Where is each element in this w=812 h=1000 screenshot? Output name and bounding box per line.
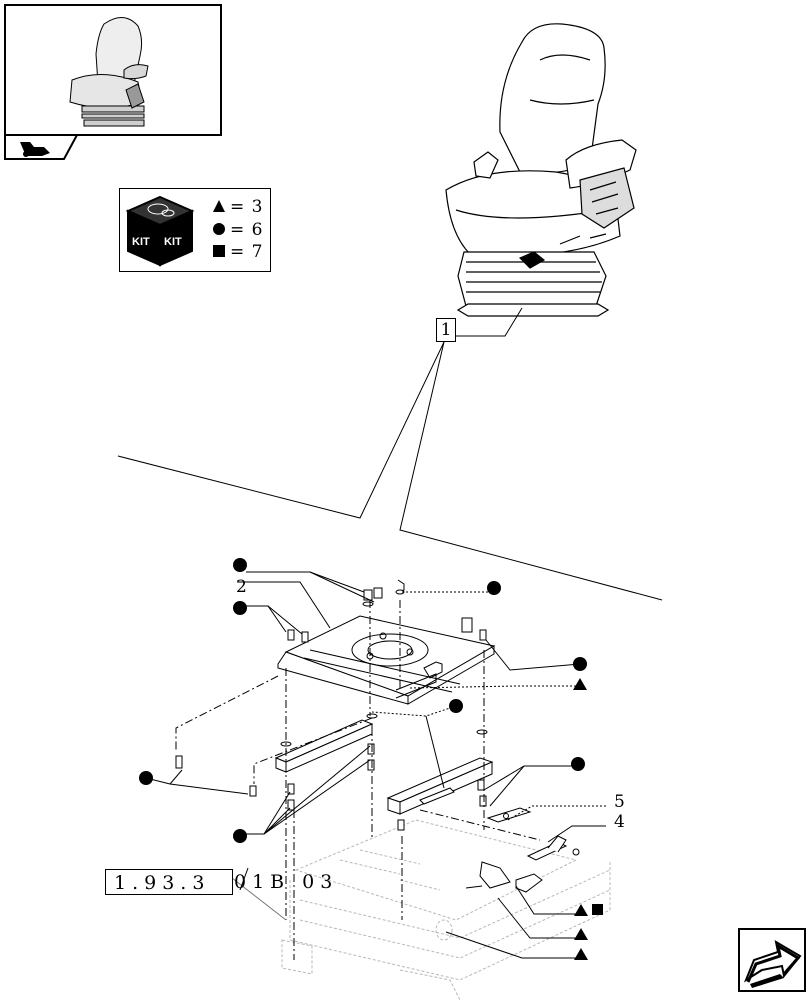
callout-1-leaders [117, 307, 663, 601]
legend-triangle-count: = 3 [230, 197, 264, 217]
triangle-icon [574, 928, 588, 940]
seat-illustration [445, 23, 637, 317]
seat-thumbnail [4, 4, 222, 136]
circle-icon [487, 581, 501, 595]
square-icon [592, 904, 603, 915]
tractor-icon [4, 134, 78, 160]
next-page-arrow-icon [743, 940, 802, 988]
next-page-button[interactable] [738, 928, 806, 992]
thumbnail-tab[interactable] [4, 134, 78, 160]
circle-icon [213, 223, 225, 235]
circle-icon [449, 699, 463, 713]
circle-icon [233, 601, 247, 615]
kit-box-icon: KIT KIT [125, 195, 195, 267]
left-rail [274, 719, 374, 773]
adjust-handle [465, 861, 543, 893]
legend-circle-count: = 6 [230, 220, 264, 240]
right-rail [386, 757, 494, 815]
reference-main: 1.93.3 [114, 872, 211, 894]
triangle-icon [213, 200, 225, 212]
circle-icon [573, 657, 587, 671]
kit-label-left: KIT [132, 236, 150, 248]
kit-symbols [139, 558, 603, 960]
callout-1-label: 1 [440, 320, 452, 340]
callout-2: 2 [236, 577, 247, 597]
circle-icon [233, 829, 247, 843]
circle-icon [139, 771, 153, 785]
base-assembly [281, 819, 611, 1000]
square-icon [213, 245, 225, 257]
triangle-icon [574, 904, 588, 916]
triangle-icon [574, 948, 588, 960]
kit-legend: KIT KIT = 3 = 6 = 7 [119, 188, 271, 272]
assembly-lines [175, 600, 541, 960]
legend-square-count: = 7 [230, 242, 264, 262]
callout-4: 4 [614, 812, 625, 832]
symbol-leaders [145, 571, 606, 959]
legend-row-triangle: = 3 [212, 197, 263, 217]
circle-icon [571, 757, 585, 771]
reference-box[interactable]: 1.93.3 [105, 869, 233, 895]
top-plate [277, 615, 496, 705]
bracket-4 [526, 835, 580, 861]
callout-5: 5 [614, 792, 625, 812]
legend-row-circle: = 6 [212, 220, 263, 240]
triangle-icon [573, 678, 587, 690]
callout-1: 1 [436, 318, 456, 342]
bracket-5 [486, 807, 532, 823]
kit-label-right: KIT [164, 236, 182, 248]
reference-suffix: 01B 03 [234, 871, 339, 893]
circle-icon [233, 558, 247, 572]
legend-row-square: = 7 [212, 242, 263, 262]
fasteners [175, 579, 488, 831]
seat-thumbnail-icon [69, 17, 149, 127]
